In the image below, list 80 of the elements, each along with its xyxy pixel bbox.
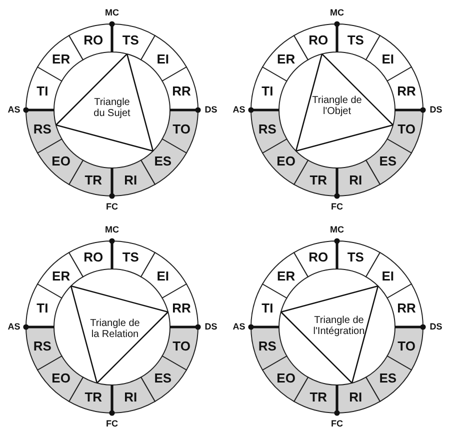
axis-label: AS bbox=[8, 322, 20, 332]
segment-label: TS bbox=[347, 34, 364, 47]
segment-label: ES bbox=[154, 154, 172, 168]
segment-label: TR bbox=[84, 390, 102, 404]
triangle-side bbox=[56, 124, 154, 152]
axis-label: AS bbox=[8, 106, 20, 114]
segment-label: RS bbox=[258, 122, 276, 136]
segment-label: EI bbox=[382, 270, 394, 283]
segment-label: RR bbox=[172, 84, 191, 98]
segment-label: ES bbox=[379, 154, 397, 168]
segment-label: TO bbox=[172, 339, 190, 352]
axis-label: DS bbox=[430, 322, 442, 332]
segment-label: TI bbox=[36, 84, 48, 98]
segment-label: RR bbox=[397, 84, 416, 98]
segment-label: EO bbox=[52, 371, 70, 384]
triangle-label: Triangle de l'Objet bbox=[312, 95, 362, 117]
triangle-label: Triangle de l'Intégration bbox=[306, 315, 372, 337]
segment-label: RO bbox=[308, 250, 328, 264]
axis-label: DS bbox=[430, 106, 442, 114]
axis-label: DS bbox=[204, 322, 218, 332]
axis-label: MC bbox=[105, 226, 119, 234]
segment-label: EO bbox=[276, 154, 296, 168]
segment-label: ES bbox=[379, 371, 397, 384]
triangle-side bbox=[96, 312, 168, 384]
segment-label: RS bbox=[258, 339, 276, 352]
triangle-label: Triangle de la Relation bbox=[85, 318, 145, 340]
segment-label: EO bbox=[52, 154, 70, 168]
triangle-side bbox=[295, 54, 323, 152]
axis-label: AS bbox=[232, 322, 246, 332]
segment-label: ER bbox=[277, 270, 296, 283]
axis-label: FC bbox=[331, 420, 343, 428]
triangle-label: Triangle du Sujet bbox=[88, 97, 136, 119]
triangle-side bbox=[70, 285, 168, 313]
triangle-side bbox=[296, 124, 394, 152]
segment-label: RI bbox=[349, 173, 362, 186]
segment-label: ES bbox=[154, 371, 172, 384]
segment-label: RR bbox=[397, 302, 416, 315]
segment-label: TO bbox=[398, 122, 416, 136]
triangle-side bbox=[70, 286, 98, 384]
axis-label: FC bbox=[106, 420, 118, 428]
segment-label: TR bbox=[84, 173, 102, 186]
segment-label: EO bbox=[276, 371, 296, 384]
segment-label: ER bbox=[277, 52, 296, 66]
triangle-side bbox=[322, 54, 394, 126]
segment-label: TI bbox=[262, 302, 274, 315]
segment-label: RI bbox=[124, 390, 138, 404]
triangle-side bbox=[126, 54, 154, 152]
segment-label: TO bbox=[398, 339, 416, 352]
segment-label: RO bbox=[84, 34, 104, 47]
segment-label: RI bbox=[349, 390, 362, 404]
segment-label: ER bbox=[52, 52, 70, 66]
segment-label: TI bbox=[262, 84, 274, 98]
segment-label: TR bbox=[310, 390, 328, 404]
segment-label: RI bbox=[124, 173, 138, 186]
triangle-side bbox=[280, 312, 352, 384]
segment-label: EI bbox=[156, 52, 170, 66]
segment-label: TS bbox=[347, 250, 364, 264]
segment-label: TS bbox=[122, 250, 139, 264]
segment-label: TO bbox=[172, 122, 190, 136]
segment-label: RR bbox=[172, 302, 191, 315]
axis-label: AS bbox=[232, 106, 246, 114]
segment-label: TS bbox=[122, 34, 139, 47]
axis-label: MC bbox=[105, 8, 119, 18]
triangle-side bbox=[351, 286, 379, 384]
segment-label: RO bbox=[84, 250, 104, 264]
segment-label: RS bbox=[33, 122, 52, 136]
segment-label: RO bbox=[308, 34, 328, 47]
triangle-side bbox=[280, 285, 378, 313]
segment-label: TI bbox=[36, 302, 48, 315]
axis-label: DS bbox=[204, 106, 218, 114]
segment-label: TR bbox=[310, 173, 328, 186]
axis-label: FC bbox=[106, 202, 118, 212]
segment-label: ER bbox=[52, 270, 70, 283]
triangle-side bbox=[56, 54, 128, 126]
segment-label: EI bbox=[156, 270, 170, 283]
segment-label: EI bbox=[382, 52, 394, 66]
axis-label: MC bbox=[330, 8, 344, 18]
segment-label: RS bbox=[33, 339, 52, 352]
axis-label: FC bbox=[331, 202, 343, 212]
axis-label: MC bbox=[330, 226, 344, 234]
